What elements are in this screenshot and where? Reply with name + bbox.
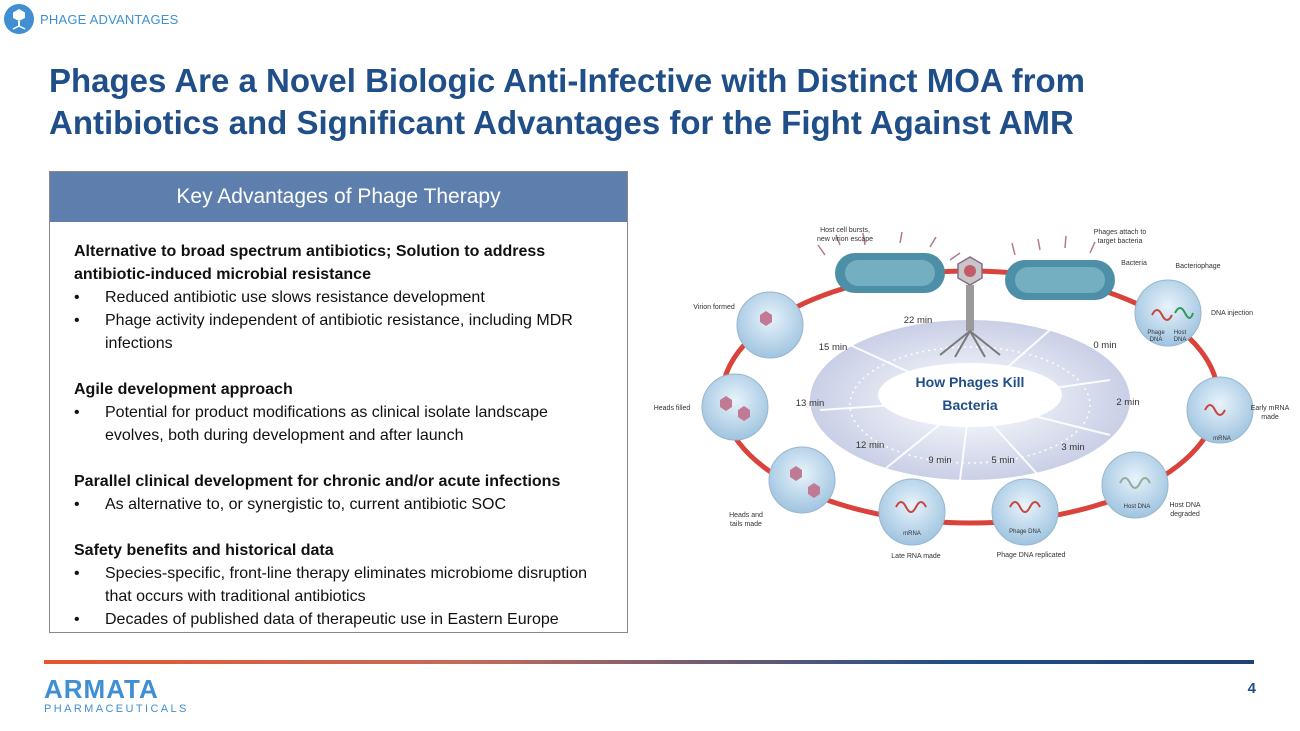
- page-number: 4: [1247, 680, 1256, 697]
- bullet-item: As alternative to, or synergistic to, cu…: [74, 493, 603, 516]
- stage-circle-virion-formed: [736, 291, 804, 359]
- inner-label-host-dna: DNA: [1174, 337, 1187, 343]
- panel-heading: Key Advantages of Phage Therapy: [50, 172, 627, 222]
- stage-label-virion-formed: Virion formed: [693, 304, 735, 311]
- phage-lifecycle-diagram: How Phages Kill Bacteria: [654, 227, 1290, 560]
- time-label-5: 5 min: [991, 455, 1014, 466]
- inner-label-phage-dna: DNA: [1150, 337, 1163, 343]
- time-label-9: 9 min: [928, 455, 951, 466]
- advantages-panel: Key Advantages of Phage Therapy Alternat…: [49, 171, 628, 633]
- bullet-item: Decades of published data of therapeutic…: [74, 608, 603, 631]
- target-bacterium: [1005, 260, 1115, 300]
- time-label-15: 15 min: [819, 342, 848, 353]
- company-logo: ARMATA PHARMACEUTICALS: [44, 676, 189, 716]
- center-label-line-2: Bacteria: [942, 397, 997, 413]
- title-line-1: Phages Are a Novel Biologic Anti-Infecti…: [49, 62, 1085, 99]
- stage-label-heads-tails-1: Heads and: [729, 512, 763, 519]
- bullet-item: Reduced antibiotic use slows resistance …: [74, 286, 603, 309]
- inner-label-host: Host: [1174, 330, 1187, 336]
- stage-label-burst-2: new virion escape: [817, 236, 873, 243]
- bullet-list: Potential for product modifications as c…: [74, 401, 603, 447]
- stage-label-dna-injection: DNA injection: [1211, 310, 1253, 317]
- bacteriophage-icon: [939, 256, 1001, 358]
- advantage-section: Agile development approach Potential for…: [74, 378, 603, 447]
- inner-label-mrna-late: mRNA: [903, 531, 921, 537]
- page-title: Phages Are a Novel Biologic Anti-Infecti…: [49, 60, 1199, 144]
- stage-label-bacteria: Bacteria: [1121, 260, 1147, 267]
- stage-label-host-dna-degraded-1: Host DNA: [1169, 502, 1200, 509]
- stage-label-bacteriophage: Bacteriophage: [1175, 263, 1220, 270]
- stage-label-heads-filled: Heads filled: [654, 405, 691, 412]
- advantage-section: Alternative to broad spectrum antibiotic…: [74, 240, 603, 355]
- brand-subtitle: PHARMACEUTICALS: [44, 703, 189, 715]
- inner-label-phage-dna-replicated: Phage DNA: [1009, 529, 1041, 535]
- bursting-bacterium: [835, 253, 945, 293]
- stage-label-heads-tails-2: tails made: [730, 521, 762, 528]
- stage-label-phage-dna-replicated: Phage DNA replicated: [997, 552, 1066, 559]
- section-heading: Parallel clinical development for chroni…: [74, 473, 561, 490]
- section-heading: Agile development approach: [74, 381, 293, 398]
- bullet-item: Species-specific, front-line therapy eli…: [74, 562, 603, 608]
- time-label-0: 0 min: [1093, 340, 1116, 351]
- inner-label-host-dna-degraded: Host DNA: [1124, 504, 1151, 510]
- time-label-13: 13 min: [796, 398, 825, 409]
- section-heading: Alternative to broad spectrum antibiotic…: [74, 243, 546, 283]
- stage-circle-host-dna-degraded: [1101, 451, 1169, 519]
- stage-circle-heads-filled: [701, 373, 769, 441]
- time-label-12: 12 min: [856, 440, 885, 451]
- dna-strands: [895, 307, 1226, 513]
- stage-label-host-dna-degraded-2: degraded: [1170, 511, 1200, 518]
- stage-circle-dna-injection: [1134, 279, 1202, 347]
- stage-circle-early-mrna: [1186, 376, 1254, 444]
- bullet-item: Phage activity independent of antibiotic…: [74, 309, 603, 355]
- stage-label-late-rna: Late RNA made: [891, 553, 941, 560]
- inner-label-phage: Phage: [1147, 330, 1165, 336]
- center-label-line-1: How Phages Kill: [916, 374, 1025, 390]
- bullet-item: Potential for product modifications as c…: [74, 401, 603, 447]
- section-heading: Safety benefits and historical data: [74, 542, 334, 559]
- time-label-22: 22 min: [904, 315, 933, 326]
- brand-name: ARMATA: [44, 674, 159, 704]
- stage-label-early-mrna-1: Early mRNA: [1251, 405, 1290, 412]
- advantage-section: Parallel clinical development for chroni…: [74, 470, 603, 516]
- section-header: PHAGE ADVANTAGES: [4, 4, 179, 34]
- inner-label-mrna-early: mRNA: [1213, 436, 1231, 442]
- stage-circle-heads-tails: [768, 446, 836, 514]
- phage-icon: [4, 4, 34, 34]
- stage-label-burst-1: Host cell bursts,: [820, 227, 870, 234]
- time-label-2: 2 min: [1116, 397, 1139, 408]
- phage-heads: [720, 311, 820, 498]
- advantage-section: Safety benefits and historical data Spec…: [74, 539, 603, 631]
- stage-label-early-mrna-2: made: [1261, 414, 1279, 421]
- section-label: PHAGE ADVANTAGES: [40, 11, 179, 27]
- bullet-list: Species-specific, front-line therapy eli…: [74, 562, 603, 631]
- title-line-2: Antibiotics and Significant Advantages f…: [49, 104, 1074, 141]
- escaping-phages: [817, 231, 1096, 261]
- timeline-dashed-track: [849, 346, 1091, 464]
- stage-label-attach-1: Phages attach to: [1094, 229, 1147, 236]
- panel-body: Alternative to broad spectrum antibiotic…: [50, 222, 627, 631]
- bullet-list: Reduced antibiotic use slows resistance …: [74, 286, 603, 355]
- stage-label-attach-2: target bacteria: [1098, 238, 1143, 245]
- time-label-3: 3 min: [1061, 442, 1084, 453]
- footer-divider: [44, 660, 1254, 664]
- bullet-list: As alternative to, or synergistic to, cu…: [74, 493, 603, 516]
- center-label-bubble: [878, 363, 1062, 427]
